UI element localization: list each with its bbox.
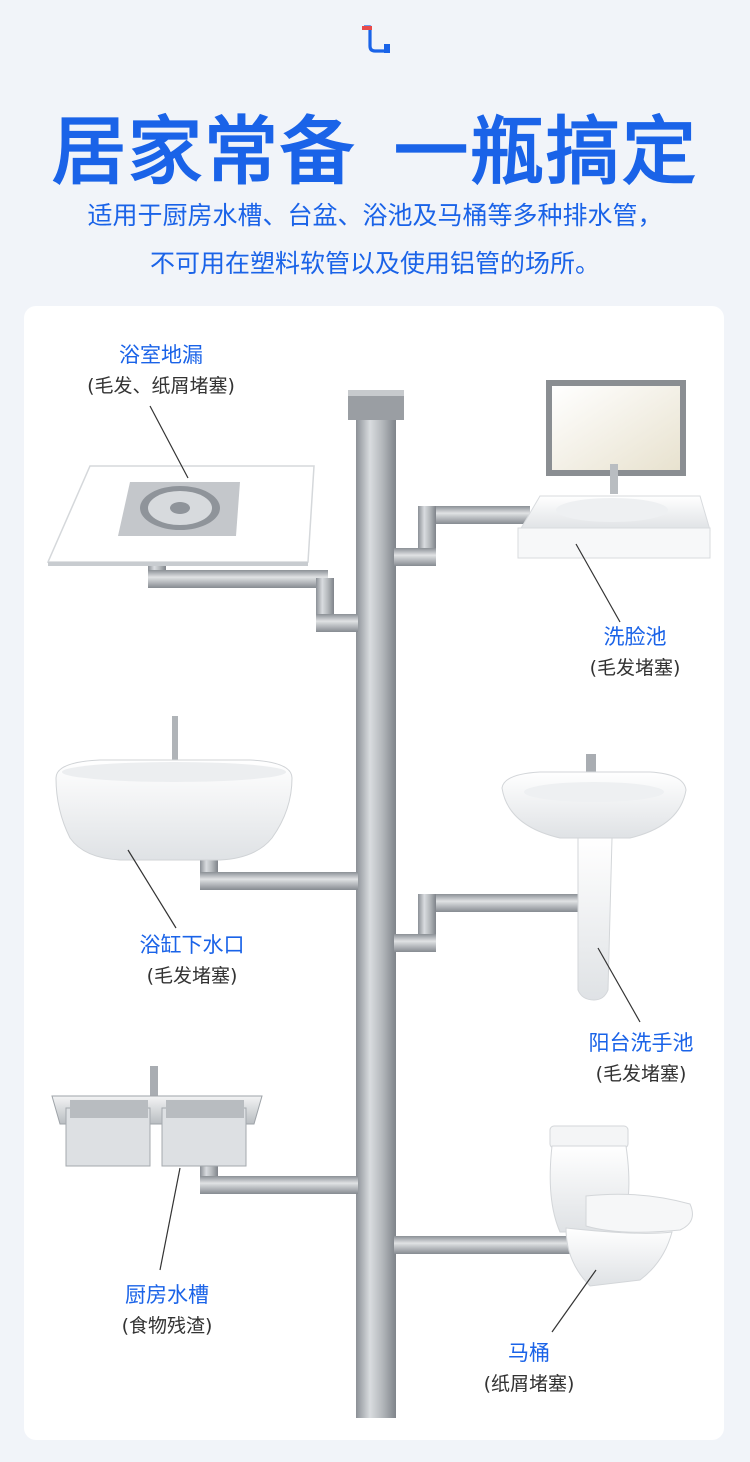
- label-bathtub: 浴缸下水口 (毛发堵塞): [112, 930, 272, 992]
- title-right: 一瓶搞定: [394, 109, 698, 195]
- leader-lines: [127, 405, 641, 1333]
- label-washbasin: 洗脸池 (毛发堵塞): [560, 622, 710, 684]
- kitchen-sink-cause: (食物残渣): [121, 1315, 213, 1337]
- bathtub-icon: [55, 716, 293, 861]
- kitchen-sink-name: 厨房水槽: [125, 1283, 209, 1307]
- washbasin-name: 洗脸池: [603, 625, 667, 649]
- floor-drain-pipe: [148, 562, 358, 632]
- balcony-sink-cause: (毛发堵塞): [595, 1063, 687, 1085]
- floor-drain-icon: [46, 465, 315, 566]
- washbasin-icon: [517, 380, 711, 559]
- pedestal-sink-icon: [501, 754, 687, 1001]
- kitchen-sink-pipe: [200, 1160, 358, 1194]
- subtitle-line-2: 不可用在塑料软管以及使用铝管的场所。: [149, 249, 600, 278]
- washbasin-cause: (毛发堵塞): [589, 657, 681, 679]
- page-title: 居家常备一瓶搞定: [0, 92, 750, 199]
- floor-drain-name: 浴室地漏: [119, 343, 203, 367]
- floor-drain-cause: (毛发、纸屑堵塞): [87, 375, 235, 397]
- toilet-icon: [549, 1125, 693, 1287]
- balcony-sink-pipe: [394, 894, 578, 952]
- toilet-name: 马桶: [508, 1341, 550, 1365]
- bathtub-cause: (毛发堵塞): [146, 965, 238, 987]
- main-drain-pipe: [348, 390, 404, 1418]
- bathtub-pipe: [200, 858, 358, 890]
- balcony-sink-name: 阳台洗手池: [588, 1031, 694, 1055]
- label-balcony-sink: 阳台洗手池 (毛发堵塞): [566, 1028, 716, 1090]
- subtitle-line-1: 适用于厨房水槽、台盆、浴池及马桶等多种排水管，: [87, 201, 663, 230]
- label-kitchen-sink: 厨房水槽 (食物残渣): [92, 1280, 242, 1342]
- toilet-pipe: [394, 1236, 570, 1254]
- label-toilet: 马桶 (纸屑堵塞): [454, 1338, 604, 1400]
- title-left: 居家常备: [52, 109, 356, 195]
- washbasin-pipe: [394, 506, 530, 566]
- pipe-icon: [362, 25, 390, 53]
- kitchen-sink-icon: [51, 1066, 263, 1167]
- toilet-cause: (纸屑堵塞): [483, 1373, 575, 1395]
- bathtub-name: 浴缸下水口: [139, 933, 245, 957]
- label-floor-drain: 浴室地漏 (毛发、纸屑堵塞): [66, 340, 256, 402]
